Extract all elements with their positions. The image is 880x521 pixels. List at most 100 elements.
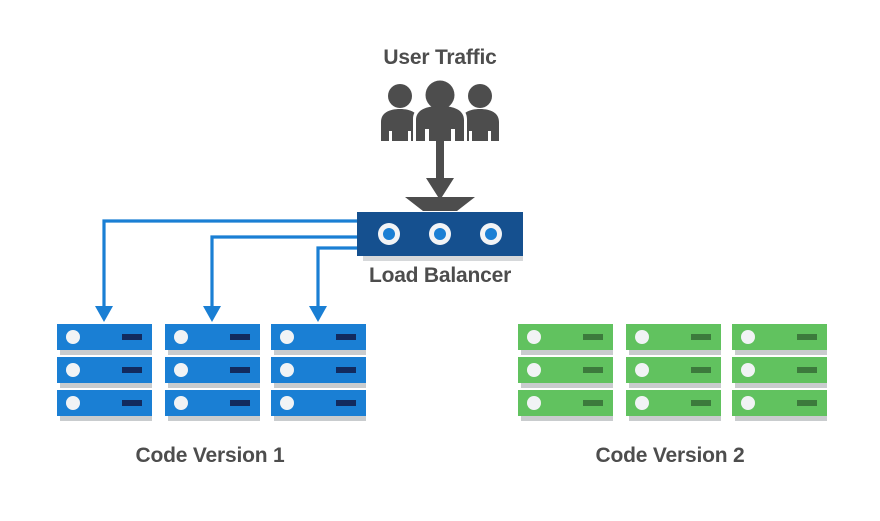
server-shadow bbox=[274, 416, 366, 421]
server-shadow bbox=[60, 350, 152, 355]
server-slot-icon bbox=[122, 334, 142, 340]
server-shadow bbox=[168, 350, 260, 355]
code-version-1-stack-1[interactable] bbox=[57, 324, 152, 421]
server-unit[interactable] bbox=[518, 390, 613, 421]
server-status-led-icon bbox=[280, 363, 294, 377]
server-shadow bbox=[629, 350, 721, 355]
server-status-led-icon bbox=[66, 363, 80, 377]
load-balancer-node[interactable] bbox=[357, 212, 523, 256]
server-slot-icon bbox=[122, 367, 142, 373]
server-status-led-icon bbox=[280, 396, 294, 410]
server-unit[interactable] bbox=[271, 390, 366, 421]
server-slot-icon bbox=[336, 400, 356, 406]
server-status-led-icon bbox=[635, 330, 649, 344]
server-slot-icon bbox=[583, 334, 603, 340]
server-shadow bbox=[735, 416, 827, 421]
server-unit[interactable] bbox=[165, 357, 260, 388]
server-slot-icon bbox=[691, 367, 711, 373]
server-unit[interactable] bbox=[271, 324, 366, 355]
server-shadow bbox=[274, 350, 366, 355]
server-unit[interactable] bbox=[732, 390, 827, 421]
server-body bbox=[57, 390, 152, 416]
server-slot-icon bbox=[691, 334, 711, 340]
server-unit[interactable] bbox=[626, 390, 721, 421]
server-unit[interactable] bbox=[518, 324, 613, 355]
server-body bbox=[271, 390, 366, 416]
server-body bbox=[732, 357, 827, 383]
server-status-led-icon bbox=[174, 396, 188, 410]
code-version-1-stack-2[interactable] bbox=[165, 324, 260, 421]
server-status-led-icon bbox=[741, 396, 755, 410]
server-unit[interactable] bbox=[626, 324, 721, 355]
server-slot-icon bbox=[797, 400, 817, 406]
server-body bbox=[732, 390, 827, 416]
code-version-2-stack-3[interactable] bbox=[732, 324, 827, 421]
traffic-down-arrow-icon bbox=[426, 140, 454, 200]
load-balancer-port-1 bbox=[378, 223, 400, 245]
server-body bbox=[732, 324, 827, 350]
server-status-led-icon bbox=[527, 363, 541, 377]
server-slot-icon bbox=[691, 400, 711, 406]
server-slot-icon bbox=[122, 400, 142, 406]
server-slot-icon bbox=[230, 400, 250, 406]
server-unit[interactable] bbox=[57, 324, 152, 355]
load-balancer-shadow bbox=[363, 256, 523, 261]
server-shadow bbox=[629, 416, 721, 421]
server-status-led-icon bbox=[741, 330, 755, 344]
load-balancer-port-2 bbox=[429, 223, 451, 245]
code-version-1-stack-3[interactable] bbox=[271, 324, 366, 421]
server-body bbox=[626, 324, 721, 350]
server-body bbox=[165, 357, 260, 383]
server-body bbox=[165, 390, 260, 416]
server-status-led-icon bbox=[741, 363, 755, 377]
server-body bbox=[165, 324, 260, 350]
server-body bbox=[518, 324, 613, 350]
server-shadow bbox=[521, 350, 613, 355]
user-traffic-label: User Traffic bbox=[383, 46, 497, 69]
load-balancer-label: Load Balancer bbox=[368, 264, 512, 287]
code-version-1-label: Code Version 1 bbox=[135, 444, 285, 467]
server-unit[interactable] bbox=[57, 357, 152, 388]
server-body bbox=[518, 390, 613, 416]
server-body bbox=[626, 390, 721, 416]
server-status-led-icon bbox=[635, 396, 649, 410]
load-balancer-port-3 bbox=[480, 223, 502, 245]
code-version-2-label: Code Version 2 bbox=[595, 444, 745, 467]
server-status-led-icon bbox=[174, 330, 188, 344]
server-unit[interactable] bbox=[165, 390, 260, 421]
code-version-2-stack-2[interactable] bbox=[626, 324, 721, 421]
server-body bbox=[518, 357, 613, 383]
server-status-led-icon bbox=[280, 330, 294, 344]
server-slot-icon bbox=[230, 367, 250, 373]
server-shadow bbox=[521, 416, 613, 421]
server-unit[interactable] bbox=[57, 390, 152, 421]
server-unit[interactable] bbox=[518, 357, 613, 388]
server-status-led-icon bbox=[527, 396, 541, 410]
server-shadow bbox=[521, 383, 613, 388]
load-balancer-funnel-icon bbox=[405, 197, 475, 211]
server-unit[interactable] bbox=[732, 357, 827, 388]
server-slot-icon bbox=[583, 400, 603, 406]
server-shadow bbox=[735, 383, 827, 388]
server-unit[interactable] bbox=[165, 324, 260, 355]
server-slot-icon bbox=[797, 367, 817, 373]
server-shadow bbox=[60, 416, 152, 421]
server-body bbox=[57, 357, 152, 383]
server-status-led-icon bbox=[66, 396, 80, 410]
server-body bbox=[626, 357, 721, 383]
three-people-icon bbox=[381, 79, 499, 141]
server-unit[interactable] bbox=[626, 357, 721, 388]
server-slot-icon bbox=[797, 334, 817, 340]
server-slot-icon bbox=[336, 367, 356, 373]
server-slot-icon bbox=[230, 334, 250, 340]
server-status-led-icon bbox=[527, 330, 541, 344]
server-unit[interactable] bbox=[732, 324, 827, 355]
server-unit[interactable] bbox=[271, 357, 366, 388]
code-version-2-stack-1[interactable] bbox=[518, 324, 613, 421]
server-shadow bbox=[274, 383, 366, 388]
server-status-led-icon bbox=[635, 363, 649, 377]
server-body bbox=[271, 324, 366, 350]
server-status-led-icon bbox=[66, 330, 80, 344]
server-shadow bbox=[629, 383, 721, 388]
